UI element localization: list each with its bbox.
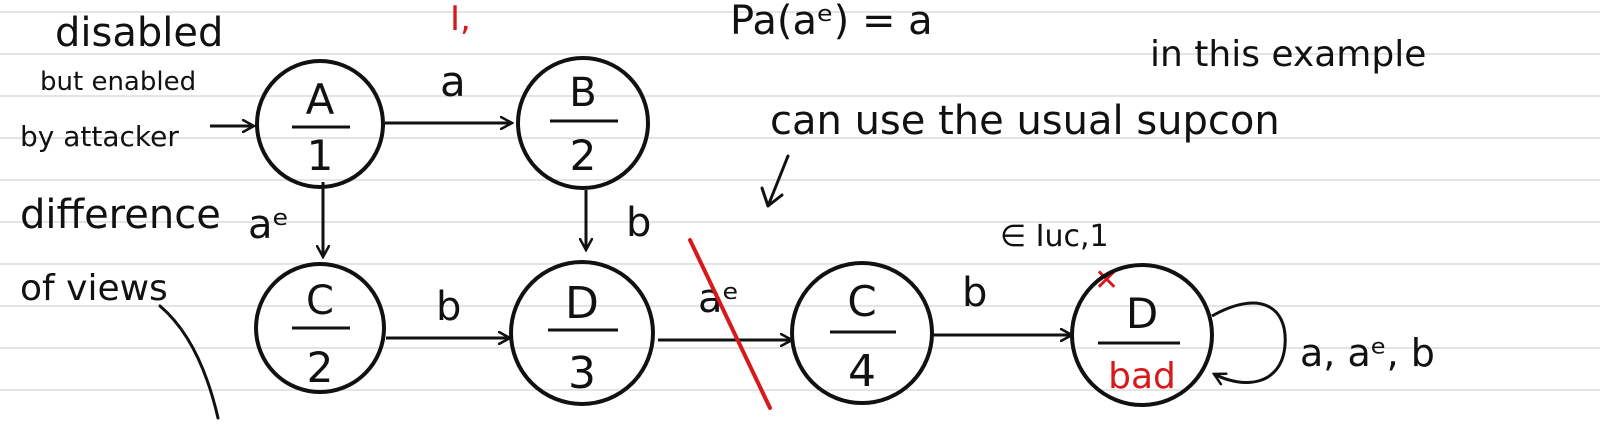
supcon-pointer-arrow (760, 154, 790, 208)
state-a: A 1 (255, 59, 385, 189)
state-b-letter: B (569, 70, 596, 116)
state-d-bad-letter: D (1126, 289, 1158, 338)
state-c-2: C 2 (254, 262, 386, 394)
annotation-in-this-example: in this example (1150, 34, 1426, 75)
state-d-3-number: 3 (568, 348, 596, 399)
state-c-4-letter: C (847, 277, 876, 326)
state-c-4: C 4 (790, 261, 934, 405)
state-c-2-letter: C (306, 278, 334, 324)
edge-label-a-c: aᵉ (248, 202, 289, 248)
edge-label-self-loop: a, aᵉ, b (1300, 331, 1435, 375)
annotation-but-enabled: but enabled (40, 67, 196, 97)
state-c-2-number: 2 (307, 343, 334, 392)
state-a-letter: A (306, 75, 335, 124)
annotation-disabled: disabled (55, 10, 223, 56)
state-b-number: 2 (570, 131, 597, 180)
self-loop-bad (1211, 301, 1287, 382)
edge-label-b-d: b (626, 200, 651, 246)
annotation-difference: difference (20, 192, 221, 238)
annotation-pa-equation: Pa(aᵉ) = a (730, 0, 933, 44)
views-pointer-stroke (158, 304, 220, 420)
annotation-roman-one: I, (450, 0, 471, 39)
annotation-of-views: of views (20, 268, 168, 309)
edge-label-c-d: b (436, 284, 461, 330)
edge-label-c4-bad: b (962, 270, 987, 316)
state-d-bad-label: bad (1108, 356, 1176, 397)
annotation-by-attacker: by attacker (20, 120, 179, 153)
ruled-lines (0, 11, 1600, 391)
state-b: B 2 (516, 56, 650, 190)
state-a-number: 1 (307, 131, 334, 180)
state-d-3-letter: D (565, 278, 599, 329)
red-strike-line (688, 238, 772, 410)
state-d-bad: D bad (1070, 263, 1214, 407)
annotation-in-iuc: ∈ Iuc,1 (1000, 219, 1109, 254)
state-d-3: D 3 (509, 260, 655, 406)
state-c-4-number: 4 (848, 346, 876, 397)
edge-label-a-b: a (440, 57, 466, 106)
annotation-can-use-supcon: can use the usual supcon (770, 98, 1280, 144)
